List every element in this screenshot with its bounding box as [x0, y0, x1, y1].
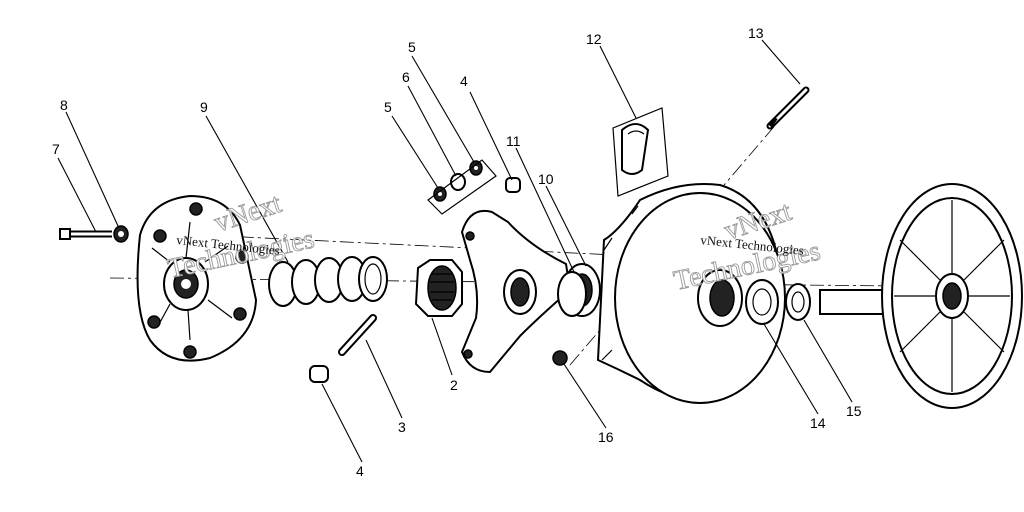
washer-8	[113, 225, 129, 243]
shoe-12	[612, 107, 669, 197]
callout-4-upper: 4	[460, 73, 468, 89]
cover-plate	[136, 194, 258, 362]
spider	[460, 210, 572, 374]
bolt-13	[766, 86, 810, 130]
callout-2: 2	[450, 377, 458, 393]
callouts: 2 3 4 4 5 5 6 7 8 9 10 11 12 13 14 15 16	[52, 25, 862, 479]
roller-4-lower	[309, 365, 329, 383]
spring-9	[268, 256, 388, 307]
nut-2	[414, 259, 463, 317]
washer-5-left	[433, 186, 447, 202]
callout-15: 15	[846, 403, 862, 419]
callout-5-upper: 5	[408, 39, 416, 55]
callout-14: 14	[810, 415, 826, 431]
callout-16: 16	[598, 429, 614, 445]
callout-10: 10	[538, 171, 554, 187]
callout-5-lower: 5	[384, 99, 392, 115]
nut-16	[552, 350, 568, 366]
callout-12: 12	[586, 31, 602, 47]
callout-8: 8	[60, 97, 68, 113]
washer-15	[785, 283, 811, 321]
washer-5-right	[469, 160, 483, 176]
roller-4-upper	[505, 177, 521, 193]
callout-7: 7	[52, 141, 60, 157]
movable-sheave	[596, 183, 786, 404]
bearing-11	[557, 271, 587, 317]
callout-11: 11	[506, 133, 521, 149]
fixed-sheave	[819, 183, 1023, 409]
callout-4-lower: 4	[356, 463, 364, 479]
callout-6: 6	[402, 69, 410, 85]
pin-3	[338, 314, 377, 356]
callout-9: 9	[200, 99, 208, 115]
callout-3: 3	[398, 419, 406, 435]
leader-lines	[57, 39, 853, 463]
washer-group-frame	[427, 159, 497, 215]
bolt-7	[59, 228, 112, 240]
spacer-14	[745, 279, 779, 325]
bushing-6	[450, 173, 466, 191]
callout-13: 13	[748, 25, 764, 41]
